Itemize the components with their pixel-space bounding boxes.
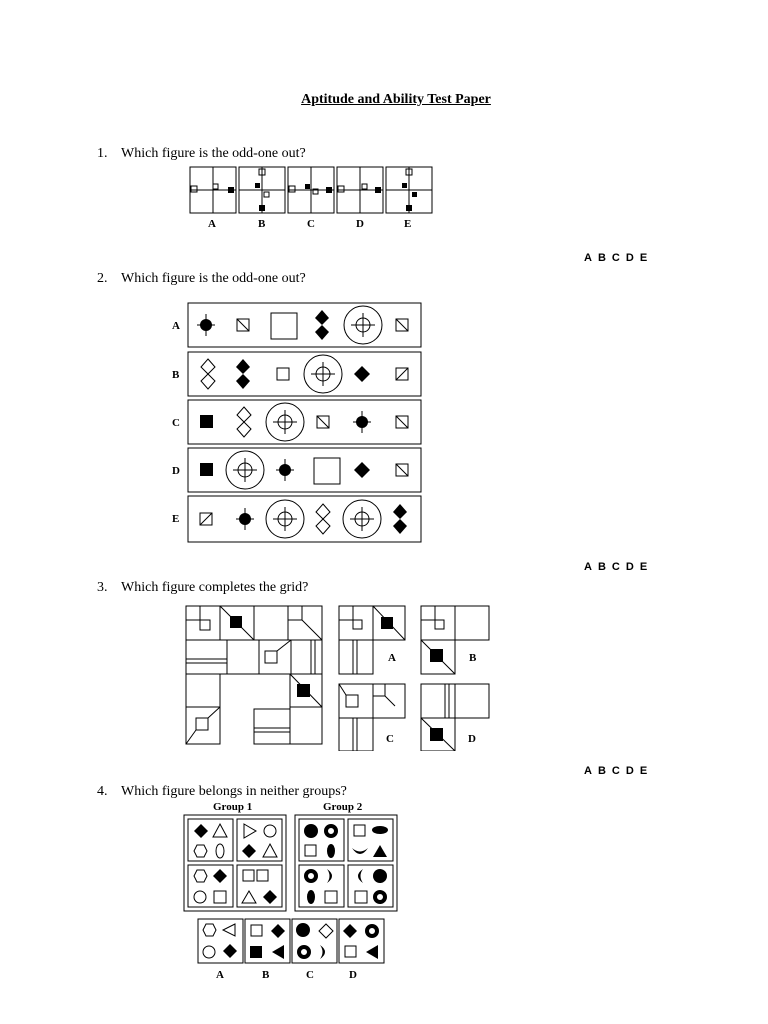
answer-option-d[interactable]: D [625,252,634,264]
question-number: 4. [97,784,108,799]
q2-row-c [187,399,422,445]
q4-group-2-title: Group 2 [323,801,363,813]
q4-figures: Group 1 Group 2 [183,801,398,981]
q1-figure-strip: A B C D E [189,166,433,230]
q4-option-d: D [338,918,385,981]
page-title: Aptitude and Ability Test Paper [301,92,491,107]
answer-option-b[interactable]: B [597,765,606,777]
q4-option-b: B [244,918,291,981]
q3-option-b: B [420,605,490,675]
q2-row-d [187,447,422,493]
answer-option-b[interactable]: B [597,561,606,573]
question-text: Which figure completes the grid? [121,580,309,595]
question-4: 4. Which figure belongs in neither groups… [97,784,347,800]
question-1: 1. Which figure is the odd-one out? [97,146,306,162]
q4-label-a: A [216,969,224,981]
question-text: Which figure belongs in neither groups? [121,784,347,799]
q2-row-b [187,351,422,397]
q4-label-d: D [349,969,357,981]
question-3: 3. Which figure completes the grid? [97,580,308,596]
q2-row-a [187,302,422,348]
q4-option-a: A [197,918,244,981]
q2-label-b: B [172,369,180,381]
q2-label-c: C [172,417,180,429]
q1-label-e: E [404,218,411,230]
q1-figure-b [238,166,286,214]
question-2: 2. Which figure is the odd-one out? [97,271,306,287]
q3-option-d: D [420,683,490,751]
q2-figure-rows: A B C D E [172,302,422,543]
answer-option-c[interactable]: C [611,561,620,573]
answer-option-c[interactable]: C [611,252,620,264]
q4-option-c: C [291,918,338,981]
answer-option-d[interactable]: D [625,561,634,573]
answer-option-e[interactable]: E [639,252,648,264]
q3-label-c: C [386,733,394,745]
q1-label-a: A [208,218,216,230]
q4-label-c: C [306,969,314,981]
q4-group-2 [294,814,398,912]
q3-label-d: D [468,733,476,745]
q1-figure-c [287,166,335,214]
answer-option-b[interactable]: B [597,252,606,264]
q1-label-b: B [258,218,266,230]
q3-figures: A B C D [185,605,490,751]
q1-figure-d [336,166,384,214]
q2-label-a: A [172,320,180,332]
q3-option-a: A [338,605,406,675]
answer-option-a[interactable]: A [584,765,592,777]
q1-label-d: D [356,218,364,230]
q1-figure-a [189,166,237,214]
q2-label-e: E [172,513,179,525]
answer-option-c[interactable]: C [611,765,620,777]
q2-row-e [187,495,422,543]
answer-option-e[interactable]: E [639,561,648,573]
question-number: 1. [97,146,108,161]
question-number: 3. [97,580,108,595]
q4-group-1-title: Group 1 [213,801,252,813]
q4-label-b: B [262,969,270,981]
question-text: Which figure is the odd-one out? [121,271,306,286]
answer-option-d[interactable]: D [625,765,634,777]
q3-label-b: B [469,652,477,664]
q3-option-c: C [338,683,406,751]
answer-option-a[interactable]: A [584,561,592,573]
q2-label-d: D [172,465,180,477]
question-text: Which figure is the odd-one out? [121,146,306,161]
answer-option-e[interactable]: E [639,765,648,777]
q1-label-c: C [307,218,315,230]
answer-option-a[interactable]: A [584,252,592,264]
q3-label-a: A [388,652,396,664]
q1-figure-e [385,166,433,214]
q3-grid [185,605,323,745]
q4-group-1 [183,814,287,912]
question-number: 2. [97,271,108,286]
